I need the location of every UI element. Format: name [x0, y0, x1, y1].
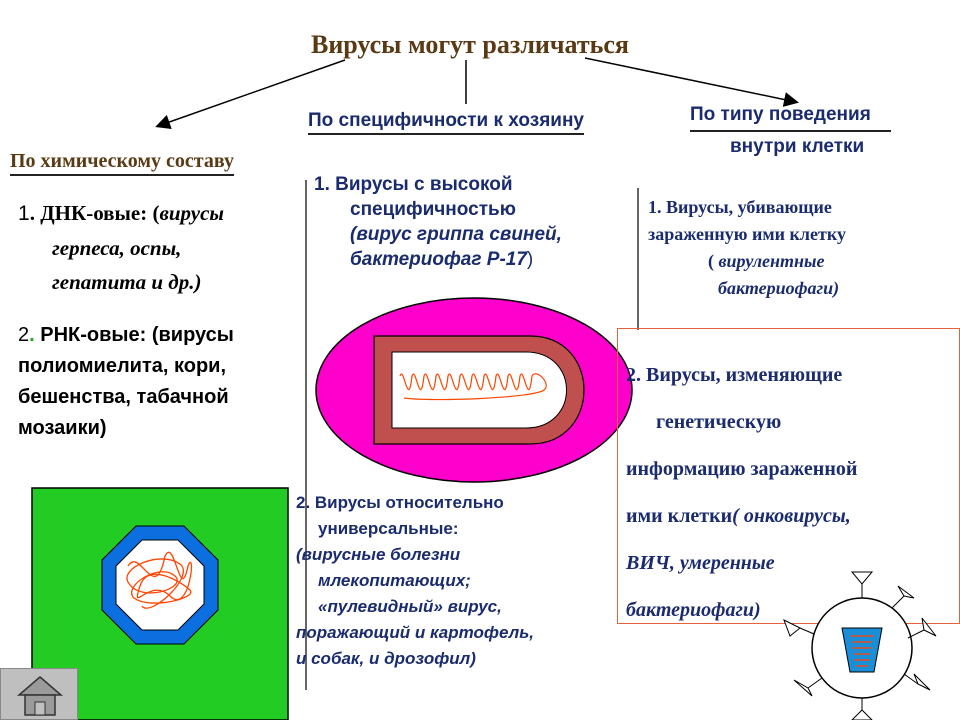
high-specificity-text: 1. Вирусы с высокой специфичностью (виру…	[314, 172, 634, 272]
home-button[interactable]	[0, 668, 78, 720]
mod-l4a: ими клетки	[626, 505, 733, 527]
high-l4a: бактериофаг Р-17	[350, 249, 527, 270]
rna-viruses-text: 2. РНК-овые: (вирусы полиомиелита, кори,…	[18, 320, 308, 444]
dna-viruses-text: 1. ДНК-овые: (вирусы герпеса, оспы, гепа…	[18, 196, 308, 299]
rna-l4: мозаики)	[18, 417, 107, 439]
kill-l1: 1. Вирусы, убивающие	[648, 197, 832, 217]
page-title: Вирусы могут различаться	[310, 30, 630, 59]
mod-l5: ВИЧ, умеренные	[626, 552, 775, 574]
heading-behavior-l1: По типу поведения	[690, 100, 891, 132]
dna-num: 1	[18, 202, 30, 225]
magenta-cell-illustration	[315, 297, 633, 483]
dna-label: . ДНК-овые: (	[29, 201, 160, 225]
kill-l4: бактериофаги)	[718, 278, 840, 298]
rna-dot: .	[29, 324, 35, 346]
rna-l1: РНК-овые: (вирусы	[34, 324, 234, 346]
heading-behavior-l2: внутри клетки	[730, 136, 865, 157]
dna-l3: гепатита и др.)	[52, 270, 202, 294]
univ-l1: 2. Вирусы относительно	[296, 493, 504, 512]
rna-l3: бешенства, табачной	[18, 386, 229, 408]
home-icon	[16, 676, 64, 716]
capsid-inner	[115, 539, 205, 631]
killing-viruses-text: 1. Вирусы, убивающие зараженную ими клет…	[648, 194, 948, 302]
mod-l6: бактериофаги)	[626, 599, 761, 621]
mod-l1: 2. Вирусы, изменяющие	[626, 364, 843, 386]
dna-l2: герпеса, оспы,	[52, 236, 182, 260]
dna-l1b: вирусы	[159, 201, 224, 225]
high-l4b: )	[526, 249, 534, 270]
mod-l4b: ( онковирусы,	[732, 505, 851, 527]
heading-chemical: По химическому составу	[10, 150, 234, 176]
inner-phage	[841, 627, 883, 673]
univ-l2: универсальные:	[318, 519, 459, 538]
universal-viruses-text: 2. Вирусы относительно универсальные: (в…	[296, 490, 616, 672]
kill-l2: зараженную ими клетку	[648, 224, 846, 244]
high-l3: (вирус гриппа свиней,	[350, 224, 562, 245]
arrow-right	[584, 57, 799, 107]
genome-coil	[126, 551, 193, 609]
univ-l3: (вирусные болезни	[296, 545, 461, 564]
arrow-left	[155, 59, 346, 130]
univ-l5: «пулевидный» вирус,	[318, 597, 502, 616]
phages-attached	[783, 571, 937, 720]
heading-specificity: По специфичности к хозяину	[308, 110, 585, 135]
mod-l3: информацию зараженной	[626, 458, 858, 480]
univ-l7: и собак, и дрозофил)	[296, 649, 476, 668]
heading-behavior: По типу поведения внутри клетки	[690, 100, 930, 162]
univ-l6: поражающий и картофель,	[296, 623, 535, 642]
univ-l4: млекопитающих;	[318, 571, 471, 590]
phage-cell-illustration	[783, 571, 937, 720]
high-l1: 1. Вирусы с высокой	[314, 174, 513, 195]
rna-num: 2	[18, 324, 30, 346]
bullet-virus-inner	[391, 351, 567, 429]
high-l2: специфичностью	[350, 199, 516, 220]
kill-l3b: вирулентные	[718, 251, 825, 271]
mod-l2: генетическую	[656, 411, 782, 433]
bullet-genome	[399, 373, 547, 401]
kill-l3a: (	[708, 251, 719, 271]
modifying-viruses-text: 2. Вирусы, изменяющие генетическую инфор…	[626, 352, 946, 634]
inner-genome	[850, 635, 874, 667]
rna-l2: полиомиелита, кори,	[18, 355, 227, 377]
